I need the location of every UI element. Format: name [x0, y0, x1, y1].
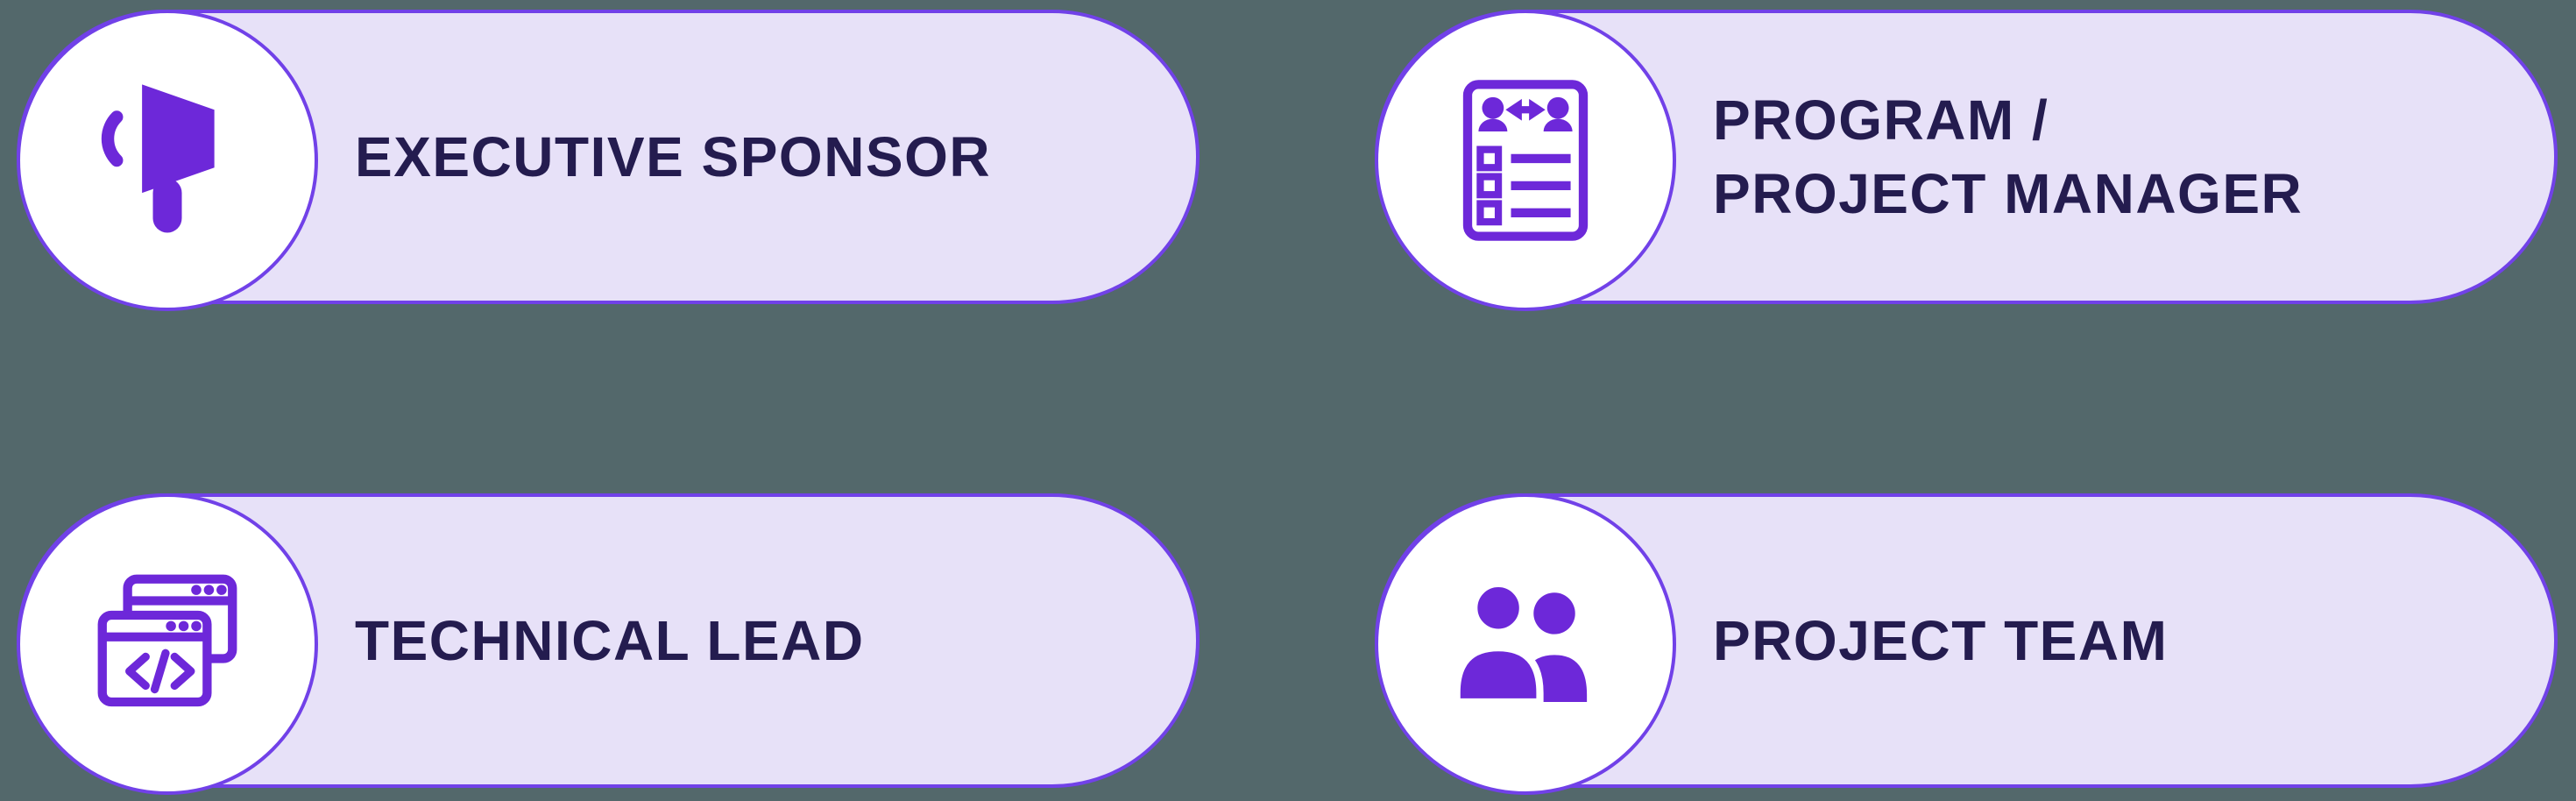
code-windows-icon: [97, 574, 237, 707]
icon-circle: [1375, 493, 1676, 795]
role-label: PROGRAM / PROJECT MANAGER: [1713, 88, 2304, 225]
checklist-handoff-icon: [1462, 80, 1589, 241]
icon-circle: [17, 10, 318, 311]
role-card-program-project-manager: PROGRAM / PROJECT MANAGER: [1375, 10, 2558, 311]
role-label: EXECUTIVE SPONSOR: [355, 124, 992, 188]
icon-circle: [1375, 10, 1676, 311]
icon-circle: [17, 493, 318, 795]
role-card-project-team: PROJECT TEAM: [1375, 493, 2558, 795]
role-card-executive-sponsor: EXECUTIVE SPONSOR: [17, 10, 1200, 311]
role-label: PROJECT TEAM: [1713, 608, 2169, 672]
team-icon: [1453, 579, 1588, 706]
role-card-technical-lead: TECHNICAL LEAD: [17, 493, 1200, 795]
role-label: TECHNICAL LEAD: [355, 608, 865, 672]
megaphone-icon: [101, 84, 215, 233]
